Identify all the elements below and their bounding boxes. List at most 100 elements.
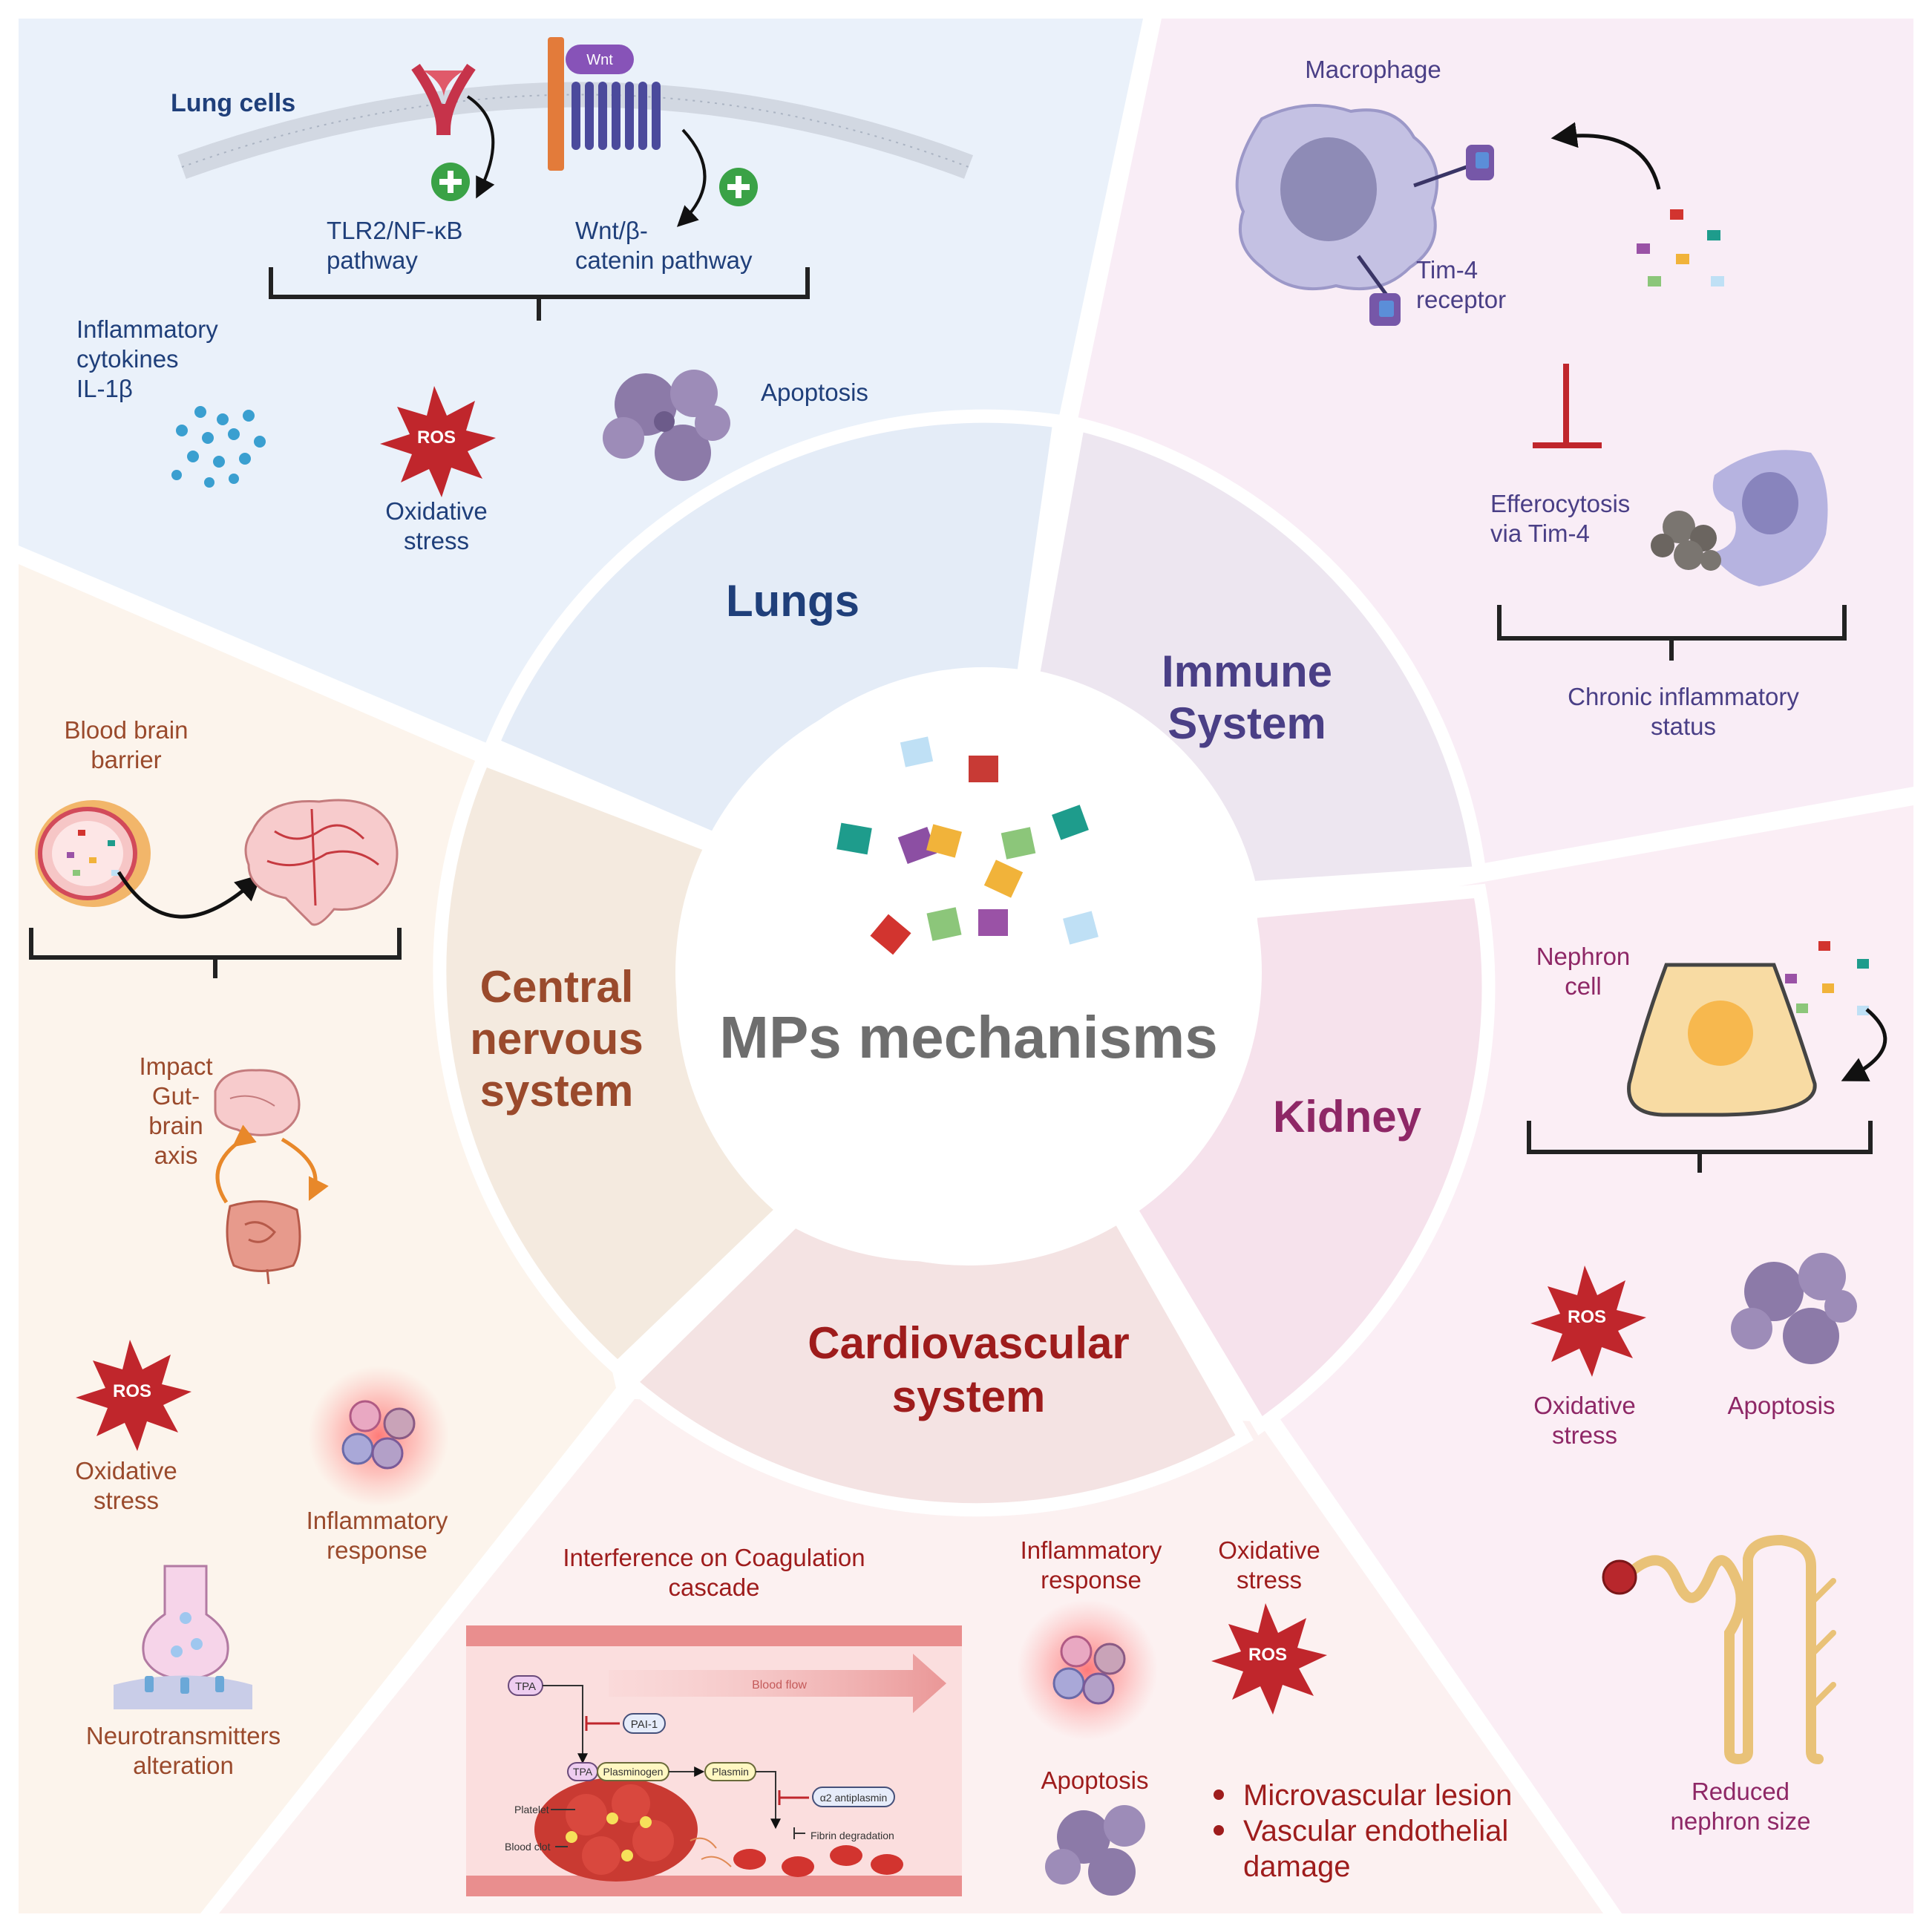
wnt-label: Wnt xyxy=(586,52,613,68)
ring-label-cardio-2: system xyxy=(892,1372,1046,1421)
ros-burst-icon: ROS xyxy=(1211,1603,1327,1715)
cns-bracket xyxy=(29,928,402,978)
nephron-cell-icon xyxy=(1627,963,1817,1117)
tim4-label-2: receptor xyxy=(1416,286,1506,313)
svg-text:PAI-1: PAI-1 xyxy=(631,1718,658,1731)
chronic-label-1: Chronic inflammatory xyxy=(1568,683,1799,710)
gut-label-3: brain xyxy=(148,1112,203,1139)
immune-panel: Macrophage Tim-4 receptor Efferocytosis … xyxy=(1235,56,1847,740)
ring-label-cns-1: Central xyxy=(480,962,634,1012)
neuro-label-1: Neurotransmitters xyxy=(86,1722,281,1749)
cns-oxidative-label-2: stress xyxy=(94,1487,159,1514)
kidney-apoptosis-label: Apoptosis xyxy=(1728,1392,1836,1419)
inflammation-cells-icon xyxy=(308,1366,449,1507)
tlr2-receptor-icon xyxy=(411,63,476,135)
efferocytosis-label-1: Efferocytosis xyxy=(1490,490,1630,517)
microplastic-particles xyxy=(1785,941,1869,1015)
cytokines-label-3: IL-1β xyxy=(76,375,133,402)
immune-bracket xyxy=(1497,605,1847,661)
wnt-ligand xyxy=(566,45,634,74)
wnt-pathway-label-1: Wnt/β- xyxy=(575,217,648,244)
intestine-icon xyxy=(226,1200,301,1285)
ring-label-kidney: Kidney xyxy=(1273,1092,1422,1142)
wnt-coreceptor-icon xyxy=(548,37,564,171)
apoptosis-cell-icon xyxy=(1731,1253,1857,1364)
cytokine-dots-icon xyxy=(171,406,266,488)
ros-burst-icon: ROS xyxy=(380,386,496,497)
neuro-label-2: alteration xyxy=(133,1752,234,1779)
macrophage-icon xyxy=(1235,104,1494,326)
oxidative-label-1: Oxidative xyxy=(385,497,488,525)
apoptosis-cell-icon xyxy=(1045,1805,1145,1896)
svg-text:ROS: ROS xyxy=(1248,1645,1287,1665)
kidney-oxidative-label-1: Oxidative xyxy=(1533,1392,1636,1419)
reduced-label-1: Reduced xyxy=(1692,1778,1789,1805)
center-disc xyxy=(675,679,1262,1265)
inhibition-icon xyxy=(1533,364,1602,448)
cardio-apoptosis-label: Apoptosis xyxy=(1041,1766,1149,1794)
bullet-dot xyxy=(1214,1789,1224,1800)
ring-label-immune-2: System xyxy=(1168,698,1326,748)
bbb-label-2: barrier xyxy=(91,746,161,773)
svg-text:Platelet: Platelet xyxy=(514,1804,549,1815)
svg-text:TPA: TPA xyxy=(573,1766,593,1778)
kidney-oxidative-label-2: stress xyxy=(1552,1421,1617,1449)
coag-title-2: cascade xyxy=(669,1574,760,1601)
microplastic-particles xyxy=(836,736,1098,955)
small-brain-icon xyxy=(214,1069,301,1136)
cns-panel: Blood brain barrier Impact Gut- brain ax… xyxy=(29,716,449,1779)
reduced-label-2: nephron size xyxy=(1671,1807,1811,1835)
ros-burst-icon: ROS xyxy=(76,1340,191,1451)
apoptosis-cell-icon xyxy=(603,370,730,481)
svg-text:TPA: TPA xyxy=(515,1680,536,1693)
svg-text:Plasmin: Plasmin xyxy=(712,1766,749,1778)
bbb-label-1: Blood brain xyxy=(65,716,189,744)
cardio-inflammatory-label-1: Inflammatory xyxy=(1021,1536,1162,1564)
gut-label-2: Gut- xyxy=(152,1082,200,1110)
svg-text:Plasminogen: Plasminogen xyxy=(603,1766,664,1778)
ring-label-cns-3: system xyxy=(480,1066,634,1116)
microplastic-particles xyxy=(1637,209,1724,286)
blood-flow-label: Blood flow xyxy=(752,1679,807,1692)
ring xyxy=(433,409,1496,1517)
kidney-panel: Nephron cell ROS Oxidative stress xyxy=(1527,941,1887,1835)
nephron-cell-label-1: Nephron xyxy=(1536,943,1631,970)
svg-text:ROS: ROS xyxy=(1568,1307,1606,1327)
cytokines-label-1: Inflammatory xyxy=(76,315,218,343)
nephron-cell-label-2: cell xyxy=(1565,972,1602,1000)
svg-text:Blood clot: Blood clot xyxy=(505,1841,551,1853)
lungs-panel: Lung cells Wnt TLR2/NF-κ xyxy=(76,37,974,554)
bullet-microvascular: Microvascular lesion xyxy=(1243,1779,1512,1812)
ring-label-lungs: Lungs xyxy=(726,576,859,626)
tlr-pathway-label-1: TLR2/NF-κB xyxy=(327,217,462,244)
gut-label-4: axis xyxy=(154,1142,198,1169)
oxidative-label-2: stress xyxy=(404,527,469,554)
bullet-damage: damage xyxy=(1243,1850,1351,1883)
cns-inflammatory-label-2: response xyxy=(327,1536,428,1564)
ring-label-cardio-1: Cardiovascular xyxy=(808,1318,1130,1368)
ros-burst-icon: ROS xyxy=(1530,1265,1646,1377)
cell-membrane xyxy=(177,82,974,180)
cns-oxidative-label-1: Oxidative xyxy=(75,1457,177,1484)
efferocytosis-label-2: via Tim-4 xyxy=(1490,520,1590,547)
apoptosis-label: Apoptosis xyxy=(761,379,868,406)
svg-text:Fibrin degradation: Fibrin degradation xyxy=(811,1830,894,1841)
lung-cells-label: Lung cells xyxy=(171,89,295,117)
kidney-bracket xyxy=(1527,1121,1873,1173)
efferocytosis-macrophage-icon xyxy=(1651,450,1828,586)
gut-label-1: Impact xyxy=(139,1052,212,1080)
coag-title-1: Interference on Coagulation xyxy=(563,1544,865,1571)
ring-label-immune-1: Immune xyxy=(1162,646,1332,696)
bullet-vascular: Vascular endothelial xyxy=(1243,1815,1508,1847)
cardio-oxidative-label-2: stress xyxy=(1237,1566,1302,1594)
wnt-pathway-label-2: catenin pathway xyxy=(575,246,753,274)
macrophage-label: Macrophage xyxy=(1305,56,1441,83)
cytokines-label-2: cytokines xyxy=(76,345,179,373)
svg-text:ROS: ROS xyxy=(113,1381,151,1401)
activation-plus-icon xyxy=(431,163,470,201)
inflammation-cells-icon xyxy=(1017,1599,1158,1741)
center-title: MPs mechanisms xyxy=(719,1004,1217,1070)
activation-plus-icon xyxy=(719,168,758,206)
ring-label-cns-2: nervous xyxy=(470,1014,643,1064)
